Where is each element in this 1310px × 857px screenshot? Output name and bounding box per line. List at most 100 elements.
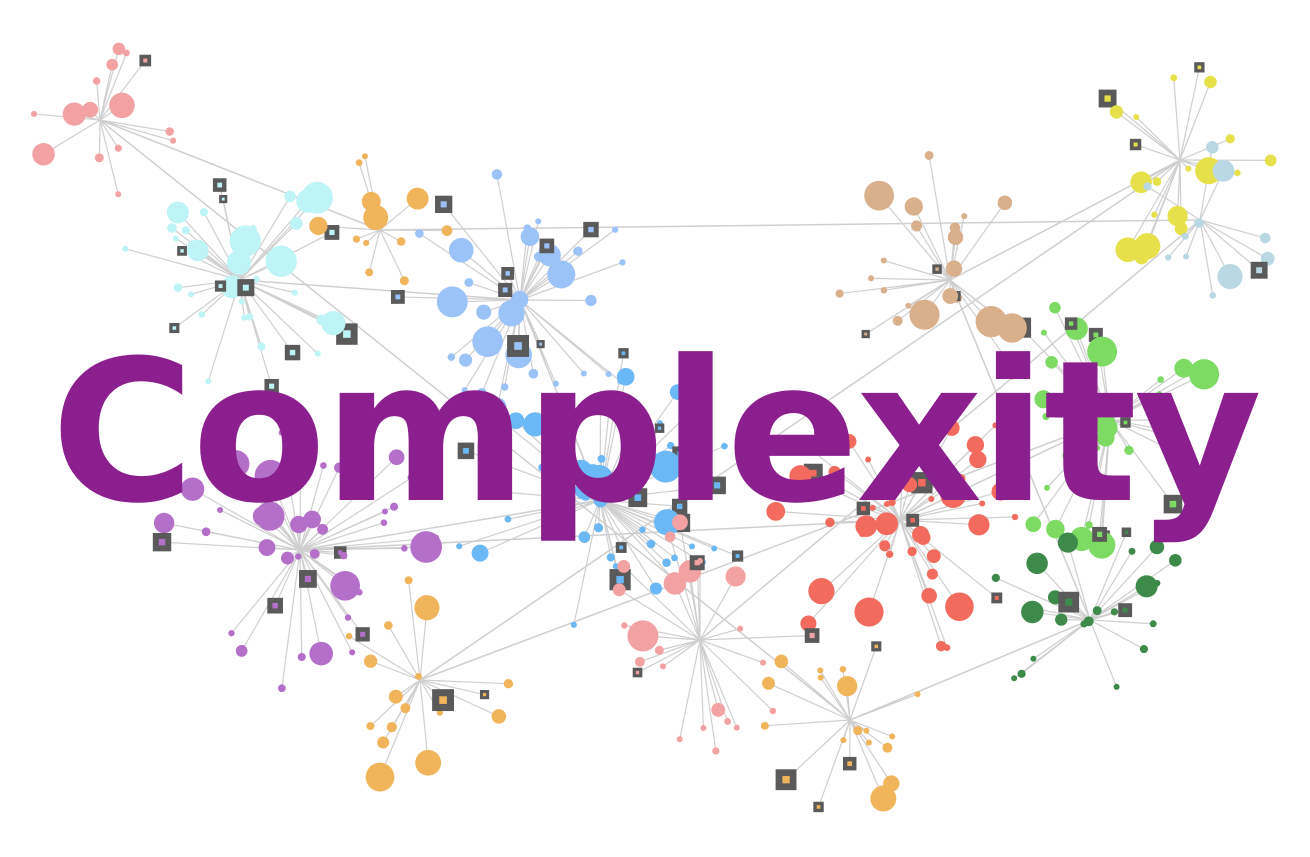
graph-edge <box>387 625 421 681</box>
graph-node <box>1174 434 1181 441</box>
graph-edge <box>849 646 877 721</box>
graph-node <box>630 418 638 426</box>
graph-edge <box>419 679 429 763</box>
graph-square-node-core <box>1256 267 1263 274</box>
graph-node <box>654 509 681 536</box>
graph-edge <box>519 299 585 374</box>
graph-node <box>317 523 328 535</box>
graph-node <box>956 474 966 483</box>
graph-edge <box>99 119 119 149</box>
graph-node <box>966 436 985 454</box>
graph-edge <box>599 499 657 589</box>
graph-node <box>1135 575 1158 598</box>
graph-node <box>700 724 707 731</box>
graph-edge <box>185 229 241 281</box>
graph-square-node-core <box>1108 406 1114 412</box>
graph-node <box>949 222 961 234</box>
graph-edge <box>1199 219 1269 260</box>
graph-node <box>712 747 720 755</box>
graph-node <box>839 666 847 673</box>
graph-edge <box>1089 546 1158 621</box>
graph-node <box>774 654 789 669</box>
graph-node <box>1092 606 1102 616</box>
graph-edge <box>899 516 1015 521</box>
graph-node <box>349 649 356 656</box>
graph-node <box>1181 232 1189 240</box>
graph-node <box>915 530 931 545</box>
graph-node <box>476 304 492 320</box>
graph-node <box>1080 377 1097 394</box>
graph-node <box>488 397 507 416</box>
graph-node <box>621 622 628 629</box>
graph-node <box>892 315 903 326</box>
graph-edge <box>1089 619 1145 650</box>
graph-node <box>291 289 298 296</box>
graph-node <box>1110 608 1119 616</box>
graph-square-node-core <box>269 383 275 389</box>
graph-node <box>528 368 539 379</box>
graph-node <box>415 749 442 776</box>
graph-node <box>32 142 55 166</box>
graph-square-node-core <box>482 692 487 697</box>
graph-node <box>926 568 938 580</box>
graph-node <box>1043 484 1050 491</box>
graph-edge <box>419 679 500 717</box>
graph-node <box>869 504 876 511</box>
graph-node <box>1153 579 1161 587</box>
graph-edge <box>1089 611 1115 621</box>
graph-node <box>699 393 709 403</box>
graph-node <box>733 724 740 731</box>
graph-node <box>1259 232 1271 244</box>
graph-node <box>800 615 817 632</box>
graph-node <box>1033 605 1040 612</box>
graph-node <box>281 551 294 565</box>
graph-node <box>897 413 914 430</box>
graph-node <box>92 77 101 85</box>
graph-square-node-core <box>616 575 624 584</box>
graph-square-node-core <box>847 761 853 767</box>
graph-node <box>879 540 891 552</box>
graph-node <box>921 587 937 604</box>
graph-node <box>1026 552 1048 575</box>
graph-node <box>447 353 456 361</box>
graph-node <box>255 501 285 531</box>
graph-node <box>868 275 875 282</box>
graph-node <box>1021 600 1044 624</box>
graph-edge <box>419 159 1181 681</box>
graph-edge <box>99 119 851 721</box>
graph-node <box>399 276 409 286</box>
graph-edge <box>368 229 381 273</box>
graph-node <box>999 354 1025 380</box>
graph-node <box>458 353 473 367</box>
graph-node <box>172 235 179 242</box>
graph-edge <box>899 519 942 647</box>
graph-edge <box>599 499 675 559</box>
graph-edge <box>161 541 301 551</box>
graph-node <box>580 370 587 377</box>
graph-edge <box>1036 562 1091 621</box>
graph-square-node-core <box>874 644 879 649</box>
graph-node <box>979 500 986 507</box>
graph-square-node-core <box>218 284 223 289</box>
graph-node <box>122 245 129 252</box>
graph-node <box>766 502 786 521</box>
graph-square-node-core <box>343 330 351 338</box>
graph-square-node-core <box>514 342 522 350</box>
graph-square-node-core <box>502 287 508 293</box>
graph-node <box>865 456 872 463</box>
graph-node <box>593 523 604 533</box>
graph-edge <box>519 236 531 301</box>
graph-node <box>265 245 297 277</box>
graph-node <box>245 312 254 321</box>
graph-node <box>390 502 399 511</box>
graph-node <box>1085 521 1093 529</box>
graph-node <box>382 508 389 515</box>
graph-node <box>383 621 393 630</box>
graph-node <box>914 691 921 698</box>
graph-node <box>1128 547 1136 555</box>
graph-node <box>947 229 964 246</box>
graph-square-node-core <box>1123 420 1128 425</box>
graph-node <box>352 235 361 243</box>
graph-node <box>835 289 844 298</box>
graph-node <box>836 675 858 697</box>
